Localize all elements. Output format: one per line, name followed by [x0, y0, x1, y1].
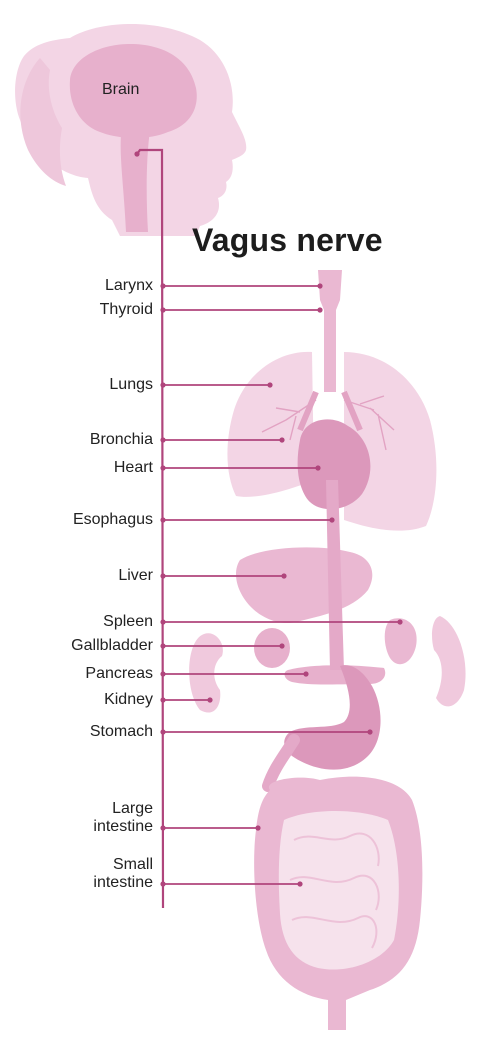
liver-endpoint-dot — [281, 573, 286, 578]
thyroid-endpoint-dot — [317, 307, 322, 312]
organ-label-esophagus: Esophagus — [73, 511, 153, 529]
spleen-trunk-dot — [160, 619, 165, 624]
larynx-endpoint-dot — [317, 283, 322, 288]
organ-label-lungs: Lungs — [109, 376, 153, 394]
kidney-endpoint-dot — [207, 697, 212, 702]
heart-endpoint-dot — [315, 465, 320, 470]
esophagus-trunk-dot — [160, 517, 165, 522]
gallbladder-endpoint-dot — [279, 643, 284, 648]
gallbladder-trunk-dot — [160, 643, 165, 648]
organ-label-spleen: Spleen — [103, 613, 153, 631]
small-intestine-trunk-dot — [160, 881, 165, 886]
spleen-endpoint-dot — [397, 619, 402, 624]
organ-label-bronchia: Bronchia — [90, 431, 153, 449]
pancreas-endpoint-dot — [303, 671, 308, 676]
small-intestine-endpoint-dot — [297, 881, 302, 886]
heart-trunk-dot — [160, 465, 165, 470]
kidney-trunk-dot — [160, 697, 165, 702]
large-intestine-endpoint-dot — [255, 825, 260, 830]
organ-label-stomach: Stomach — [90, 723, 153, 741]
organ-label-gallbladder: Gallbladder — [71, 637, 153, 655]
lungs-trunk-dot — [160, 382, 165, 387]
stomach-trunk-dot — [160, 729, 165, 734]
organ-label-liver: Liver — [118, 567, 153, 585]
large-intestine-trunk-dot — [160, 825, 165, 830]
pancreas-trunk-dot — [160, 671, 165, 676]
kidneys-shape — [189, 616, 465, 713]
larynx-trunk-dot — [160, 283, 165, 288]
bronchia-trunk-dot — [160, 437, 165, 442]
liver-shape — [236, 547, 372, 623]
diagram-title: Vagus nerve — [192, 222, 383, 259]
head-silhouette — [15, 24, 246, 236]
stomach-endpoint-dot — [367, 729, 372, 734]
trachea-shape — [300, 270, 360, 430]
liver-trunk-dot — [160, 573, 165, 578]
organ-label-large-intestine: Largeintestine — [93, 800, 153, 836]
lungs-endpoint-dot — [267, 382, 272, 387]
organ-label-larynx: Larynx — [105, 277, 153, 295]
organ-label-kidney: Kidney — [104, 691, 153, 709]
small-intestine-shape — [279, 811, 399, 970]
organ-label-thyroid: Thyroid — [100, 301, 153, 319]
bronchia-endpoint-dot — [279, 437, 284, 442]
vagus-nerve-trunk — [134, 150, 163, 908]
organ-label-pancreas: Pancreas — [85, 665, 153, 683]
brain-label: Brain — [102, 81, 139, 99]
gallbladder-shape — [254, 628, 290, 668]
thyroid-trunk-dot — [160, 307, 165, 312]
spleen-shape — [385, 618, 417, 664]
organ-label-heart: Heart — [114, 459, 153, 477]
organ-label-small-intestine: Smallintestine — [93, 856, 153, 892]
esophagus-endpoint-dot — [329, 517, 334, 522]
